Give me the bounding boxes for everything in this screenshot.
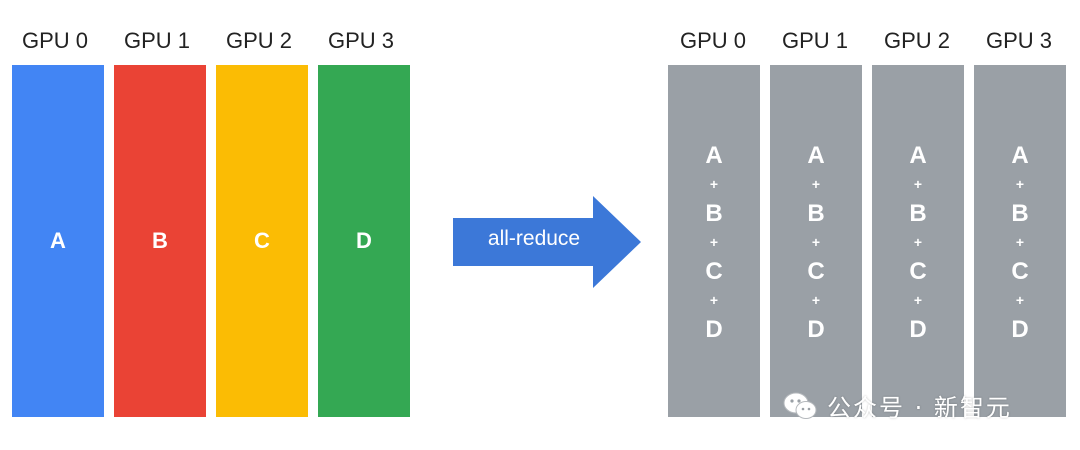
left-gpu-2-value: C — [254, 228, 270, 253]
sum-term: B — [909, 200, 927, 227]
plus-sign: + — [811, 292, 821, 308]
plus-sign: + — [1015, 292, 1025, 308]
sum-term: A — [909, 142, 927, 169]
left-gpu-0-value: A — [50, 228, 66, 253]
right-gpu-1-label: GPU 1 — [781, 28, 849, 53]
right-gpu-3-label: GPU 3 — [985, 28, 1053, 53]
arrow-label: all-reduce — [487, 227, 581, 250]
plus-sign: + — [1015, 234, 1025, 250]
left-gpu-0-label: GPU 0 — [21, 28, 89, 53]
sum-term: D — [807, 316, 825, 343]
left-gpu-3-bar: D — [318, 65, 410, 417]
left-gpu-0-bar: A — [12, 65, 104, 417]
right-gpu-1-bar: A + B + C + D — [770, 65, 862, 417]
right-gpu-0-bar: A + B + C + D — [668, 65, 760, 417]
sum-term: B — [705, 200, 723, 227]
plus-sign: + — [913, 176, 923, 192]
plus-sign: + — [709, 176, 719, 192]
right-gpu-0-label: GPU 0 — [679, 28, 747, 53]
sum-term: C — [909, 258, 927, 285]
right-gpu-0-sum: A + B + C + D — [668, 141, 760, 344]
all-reduce-arrow: all-reduce — [453, 196, 641, 288]
sum-term: D — [705, 316, 723, 343]
right-gpu-2-label: GPU 2 — [883, 28, 951, 53]
plus-sign: + — [913, 234, 923, 250]
sum-term: B — [807, 200, 825, 227]
sum-term: D — [909, 316, 927, 343]
right-gpu-2-sum: A + B + C + D — [872, 141, 964, 344]
left-gpu-3-label: GPU 3 — [327, 28, 395, 53]
sum-term: C — [807, 258, 825, 285]
left-gpu-2-bar: C — [216, 65, 308, 417]
left-gpu-1-value: B — [152, 228, 168, 253]
left-gpu-2-label: GPU 2 — [225, 28, 293, 53]
sum-term: A — [1011, 142, 1029, 169]
left-gpu-1-label: GPU 1 — [123, 28, 191, 53]
left-gpu-3-value: D — [356, 228, 372, 253]
plus-sign: + — [709, 234, 719, 250]
plus-sign: + — [811, 176, 821, 192]
arrow-right-icon — [453, 196, 641, 288]
right-gpu-1-sum: A + B + C + D — [770, 141, 862, 344]
sum-term: A — [705, 142, 723, 169]
watermark: 公众号 · 新智元 — [783, 388, 1012, 423]
plus-sign: + — [811, 234, 821, 250]
sum-term: C — [705, 258, 723, 285]
watermark-text: 公众号 · 新智元 — [827, 394, 1012, 422]
right-gpu-2-bar: A + B + C + D — [872, 65, 964, 417]
plus-sign: + — [709, 292, 719, 308]
plus-sign: + — [1015, 176, 1025, 192]
sum-term: C — [1011, 258, 1029, 285]
sum-term: B — [1011, 200, 1029, 227]
right-gpu-3-bar: A + B + C + D — [974, 65, 1066, 417]
sum-term: D — [1011, 316, 1029, 343]
left-gpu-1-bar: B — [114, 65, 206, 417]
wechat-icon — [783, 392, 817, 419]
plus-sign: + — [913, 292, 923, 308]
sum-term: A — [807, 142, 825, 169]
right-gpu-3-sum: A + B + C + D — [974, 141, 1066, 344]
